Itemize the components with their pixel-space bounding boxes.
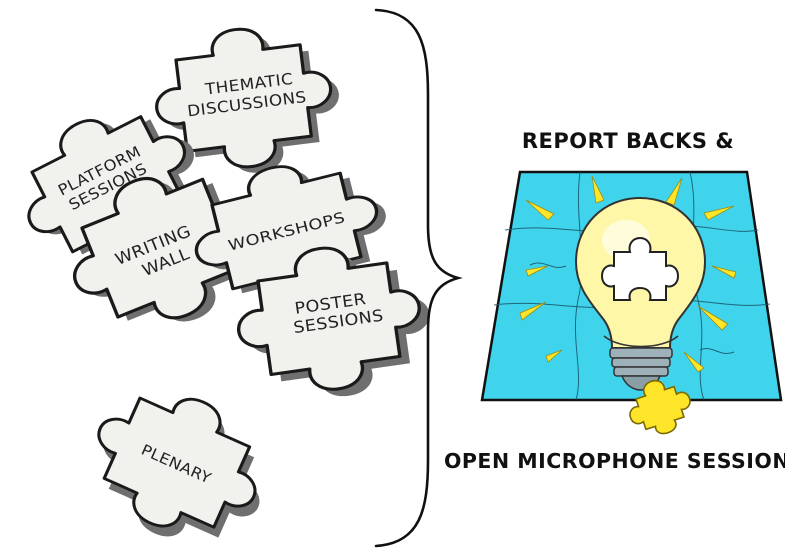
light-rays — [519, 175, 737, 373]
curly-brace-icon — [374, 8, 463, 548]
puzzle-piece-thematic: THEMATIC DISCUSSIONS — [146, 17, 348, 184]
svg-text:POSTER SESSIONS: POSTER SESSIONS — [290, 287, 385, 337]
puzzle-piece-icon — [629, 379, 691, 435]
puzzle-piece-poster: POSTER SESSIONS — [227, 234, 440, 409]
puzzle-piece-writing-wall: WRITING WALL — [47, 145, 282, 353]
puzzle-piece-workshops: WORKSHOPS — [179, 144, 402, 321]
open-microphone-heading: OPEN MICROPHONE SESSION — [444, 449, 785, 473]
report-backs-heading: REPORT BACKS & — [522, 129, 734, 153]
lightbulb-icon — [574, 196, 707, 391]
puzzle-piece-plenary: PLENARY — [71, 366, 286, 553]
svg-text:THEMATIC DISCUSSIONS: THEMATIC DISCUSSIONS — [184, 68, 308, 120]
puzzle-hole-icon — [600, 236, 680, 301]
